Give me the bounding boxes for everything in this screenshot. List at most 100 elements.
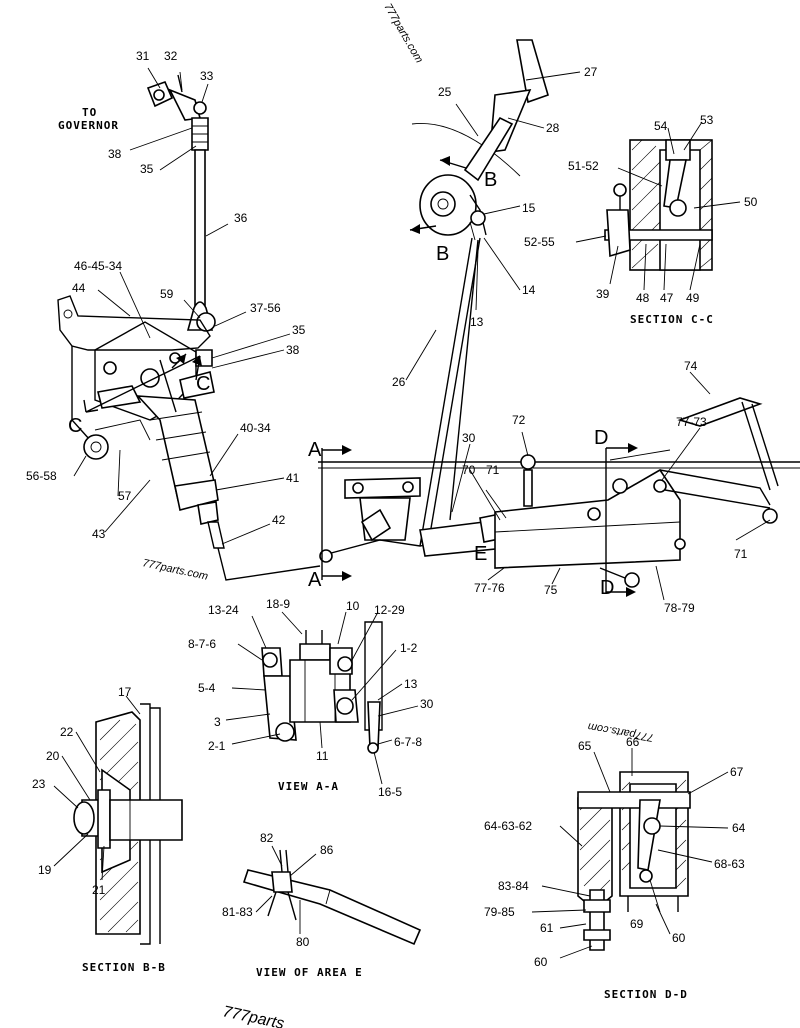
section-c-markers [83, 353, 202, 413]
lever-hub-assembly [409, 39, 549, 241]
label-10: 10 [346, 599, 360, 613]
label-53: 53 [700, 113, 714, 127]
label-17: 17 [118, 685, 132, 699]
letter-e: E [474, 543, 487, 565]
label-71-left: 71 [486, 463, 500, 477]
part-number-labels: 31 32 33 38 35 36 46-45-34 44 59 37-56 3… [26, 49, 758, 969]
label-77-73: 77-73 [676, 415, 707, 429]
label-5-4: 5-4 [198, 681, 216, 695]
label-80: 80 [296, 935, 310, 949]
label-22: 22 [60, 725, 74, 739]
label-30-main: 30 [462, 431, 476, 445]
watermark-bottom: 777parts [221, 1003, 285, 1028]
label-81-83: 81-83 [222, 905, 253, 919]
label-25: 25 [438, 85, 452, 99]
label-32: 32 [164, 49, 178, 63]
letter-d-bottom: D [600, 577, 614, 599]
caption-section-dd: SECTION D-D [604, 988, 688, 1001]
label-61: 61 [540, 921, 554, 935]
view-aa-drawing [261, 621, 383, 754]
label-67: 67 [730, 765, 744, 779]
label-3: 3 [214, 715, 221, 729]
letter-c-left: C [68, 415, 82, 437]
label-8-7-6: 8-7-6 [188, 637, 216, 651]
to-governor-line2: GOVERNOR [58, 119, 119, 132]
label-83-84: 83-84 [498, 879, 529, 893]
letter-b-top: B [484, 169, 497, 191]
label-21: 21 [92, 883, 106, 897]
label-6-7-8: 6-7-8 [394, 735, 422, 749]
label-38-top: 38 [108, 147, 122, 161]
label-72: 72 [512, 413, 526, 427]
label-26: 26 [392, 375, 406, 389]
label-65: 65 [578, 739, 592, 753]
label-59: 59 [160, 287, 174, 301]
label-54: 54 [654, 119, 668, 133]
label-43: 43 [92, 527, 106, 541]
label-79-85: 79-85 [484, 905, 515, 919]
label-44: 44 [72, 281, 86, 295]
watermark-top: 777parts.com [381, 2, 425, 66]
caption-view-aa: VIEW A-A [278, 780, 339, 793]
letter-d-top: D [594, 427, 608, 449]
label-46-45-34: 46-45-34 [74, 259, 122, 273]
label-69: 69 [630, 917, 644, 931]
view-area-e-drawing [242, 849, 422, 946]
leader-lines [53, 67, 771, 959]
label-11: 11 [316, 749, 329, 763]
label-74: 74 [684, 359, 698, 373]
label-66: 66 [626, 735, 640, 749]
label-47: 47 [660, 291, 674, 305]
label-35-mid: 35 [292, 323, 306, 337]
label-38-mid: 38 [286, 343, 300, 357]
label-86: 86 [320, 843, 334, 857]
label-78-79: 78-79 [664, 601, 695, 615]
label-13-24: 13-24 [208, 603, 239, 617]
label-28: 28 [546, 121, 560, 135]
governor-rod-assembly [146, 74, 216, 332]
label-33: 33 [200, 69, 214, 83]
letter-c-right: C [196, 373, 210, 395]
label-31: 31 [136, 49, 150, 63]
label-37-56: 37-56 [250, 301, 281, 315]
label-13-top: 13 [470, 315, 484, 329]
label-71-right: 71 [734, 547, 748, 561]
label-42: 42 [272, 513, 286, 527]
letter-a-bottom: A [308, 569, 322, 591]
label-13-av: 13 [404, 677, 418, 691]
caption-section-cc: SECTION C-C [630, 313, 714, 326]
label-64-63-62: 64-63-62 [484, 819, 532, 833]
watermark-middle: 777parts.com [141, 557, 209, 583]
label-36: 36 [234, 211, 248, 225]
label-60-right: 60 [672, 931, 686, 945]
caption-view-area-e: VIEW OF AREA E [256, 966, 363, 979]
label-1-2: 1-2 [400, 641, 418, 655]
label-16-5: 16-5 [378, 785, 402, 799]
section-letters: A A B B C C D D E [68, 169, 614, 599]
label-48: 48 [636, 291, 650, 305]
label-60-left: 60 [534, 955, 548, 969]
label-64: 64 [732, 821, 746, 835]
section-bb-drawing [73, 703, 183, 945]
label-20: 20 [46, 749, 60, 763]
label-41: 41 [286, 471, 300, 485]
label-77-76: 77-76 [474, 581, 505, 595]
label-57: 57 [118, 489, 132, 503]
label-56-58: 56-58 [26, 469, 57, 483]
label-68-63: 68-63 [714, 857, 745, 871]
label-27: 27 [584, 65, 598, 79]
label-23: 23 [32, 777, 46, 791]
letter-a-top: A [308, 439, 322, 461]
label-49: 49 [686, 291, 700, 305]
long-rods [419, 237, 481, 547]
letter-b-bottom: B [436, 243, 449, 265]
lower-linkage [318, 397, 800, 588]
label-35-top: 35 [140, 162, 154, 176]
section-dd-drawing [577, 771, 691, 951]
section-a-d-markers [321, 443, 638, 597]
label-51-52: 51-52 [568, 159, 599, 173]
label-2-1: 2-1 [208, 739, 226, 753]
label-52-55: 52-55 [524, 235, 555, 249]
label-40-34: 40-34 [240, 421, 271, 435]
